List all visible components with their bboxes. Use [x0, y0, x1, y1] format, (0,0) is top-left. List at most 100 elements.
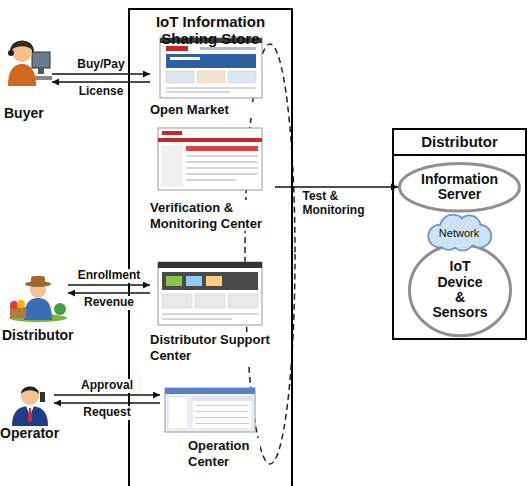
produce — [54, 303, 66, 315]
screen-frame — [158, 128, 262, 190]
distributor-actor: Distributor — [8, 276, 68, 322]
frame-title: Distributor — [394, 130, 525, 156]
network-cloud: Network — [422, 214, 496, 252]
screen-line — [186, 173, 258, 175]
screen-tree — [168, 397, 188, 429]
open-market-screenshot — [160, 38, 262, 98]
screen-module: Verification & Monitoring Center — [150, 128, 275, 231]
verification-screenshot — [158, 128, 262, 190]
edge-label: Approval — [80, 379, 134, 393]
screen-module: Distributor Support Center — [150, 262, 288, 363]
flow-arrow — [68, 284, 150, 286]
edge-label: Revenue — [83, 296, 135, 310]
screen-bar — [158, 262, 262, 268]
screen-grid-head — [192, 397, 252, 401]
ellipse-label: IoT Device & Sensors — [431, 259, 489, 321]
screen-line — [195, 411, 249, 412]
edge-label: Request — [82, 406, 131, 420]
actor-label: Distributor — [2, 328, 74, 343]
screen-image — [206, 276, 222, 286]
hat-brim — [25, 281, 51, 287]
screen-frame — [160, 38, 262, 98]
buyer-actor: Buyer — [4, 40, 52, 86]
body — [12, 406, 48, 426]
screen-grid — [192, 397, 252, 429]
distributor-support-screenshot — [158, 262, 262, 325]
distributor-frame: DistributorInformation ServerNetworkIoT … — [392, 128, 527, 340]
screen-menu — [200, 47, 256, 50]
flow-arrow — [52, 73, 150, 75]
screen-logo — [166, 46, 188, 51]
flow-arrow — [68, 292, 150, 294]
screen-image — [186, 276, 202, 286]
screen-menu — [162, 146, 182, 186]
body — [8, 64, 36, 86]
ellipse-label: Information Server — [414, 172, 506, 203]
cloud-label: Network — [439, 227, 479, 240]
buyer-icon — [8, 42, 52, 87]
store-frame: IoT Information Sharing StoreOpen Market… — [128, 8, 293, 486]
module-caption: Operation Center — [188, 438, 260, 469]
module-caption: Distributor Support Center — [150, 332, 288, 363]
screen-banner — [166, 54, 256, 68]
headset-ear — [8, 50, 14, 56]
module-caption: Verification & Monitoring Center — [150, 200, 275, 231]
body — [24, 298, 52, 320]
screen-line — [186, 161, 258, 163]
tie — [28, 408, 32, 423]
edge-label: Buy/Pay — [76, 58, 125, 72]
screen-line — [186, 167, 258, 169]
hair — [21, 387, 39, 395]
produce — [17, 300, 25, 308]
server-ellipse: Information Server — [398, 162, 521, 213]
ellipse-shape — [400, 163, 520, 211]
phone — [40, 392, 45, 402]
actor-label: Buyer — [4, 106, 44, 121]
screen-tile — [228, 294, 258, 308]
flow-arrow — [54, 394, 160, 396]
screen-line — [162, 313, 258, 315]
screen-line — [195, 405, 249, 406]
monitor — [32, 52, 50, 68]
screen-tile — [162, 294, 192, 308]
screen-frame — [158, 262, 262, 325]
edge-label: License — [78, 85, 125, 99]
screen-table-head — [186, 146, 258, 151]
device-ellipse: IoT Device & Sensors — [408, 243, 512, 337]
screen-tile — [197, 71, 225, 83]
screen-line — [186, 155, 258, 157]
flow-arrow — [275, 186, 398, 188]
screen-frame — [165, 388, 255, 432]
headset — [11, 42, 33, 53]
module-caption: Open Market — [150, 102, 265, 118]
screen-tile — [195, 294, 225, 308]
screen-line — [166, 87, 256, 89]
distributor-icon — [9, 276, 67, 322]
screen-module: Operation Center — [160, 388, 260, 469]
screen-tile — [228, 71, 256, 83]
actor-label: Operator — [0, 426, 59, 441]
screen-line — [166, 91, 230, 93]
screen-line — [195, 423, 249, 424]
screen-line — [195, 417, 249, 418]
screen-banner — [162, 272, 258, 290]
screen-image — [166, 276, 182, 286]
edge-label: Enrollment — [77, 269, 142, 283]
operation-center-screenshot — [165, 388, 255, 432]
frame-title: IoT Information Sharing Store — [130, 10, 291, 47]
screen-line — [162, 318, 232, 320]
operator-actor: Operator — [8, 386, 54, 426]
produce — [10, 301, 18, 309]
screen-title-bar — [165, 388, 255, 394]
screen-logo — [162, 131, 182, 135]
head — [12, 42, 32, 62]
monitor-stand — [38, 68, 44, 74]
flow-arrow — [52, 81, 150, 83]
screen-bar — [158, 138, 262, 142]
screen-line — [186, 179, 236, 181]
flow-arrow — [54, 402, 160, 404]
screen-tile — [166, 71, 194, 83]
cloud-core — [434, 224, 484, 247]
edge-label: Test & Monitoring — [302, 190, 388, 218]
